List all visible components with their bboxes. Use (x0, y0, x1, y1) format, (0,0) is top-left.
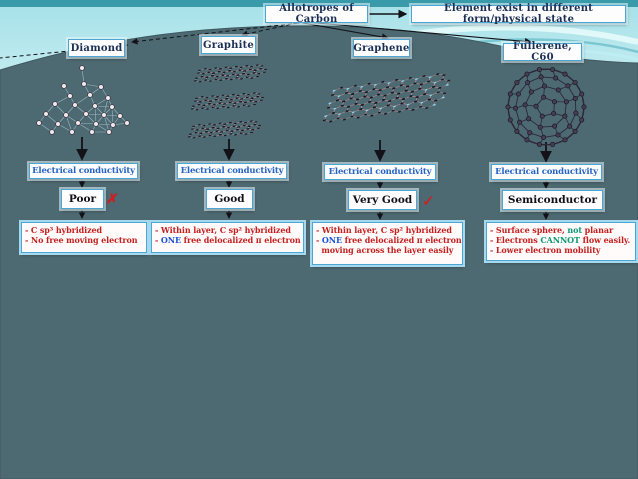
note-line: - No free moving electron (25, 235, 138, 245)
diamond-structure (36, 65, 130, 135)
graphene-conductivity-label: Electrical conductivity (328, 167, 432, 177)
note-line: - Electrons CANNOT flow easily. (490, 235, 631, 245)
fullerene-notes-box: - Surface sphere, not planar- Electrons … (486, 222, 636, 261)
fullerene-label: Fullerene, C60 (513, 41, 572, 63)
graphite-rating-label: Good (214, 193, 245, 205)
note-line: - Within layer, C sp² hybridized (316, 225, 452, 235)
fullerene-rating-box: Semiconductor (502, 190, 603, 210)
note-line: - ONE free delocalized π electron (155, 235, 301, 245)
cross-icon: ✗ (104, 189, 120, 209)
diamond-rating-box: Poor (61, 189, 104, 209)
graphene-label: Graphene (353, 42, 410, 54)
diamond-notes-box: - C sp³ hybridized- No free moving elect… (21, 222, 147, 253)
graphite-notes-box: - Within layer, C sp² hybridized- ONE fr… (151, 222, 304, 253)
graphite-name-box: Graphite (201, 36, 256, 54)
graphite-label: Graphite (203, 39, 254, 51)
fullerene-name-box: Fullerene, C60 (503, 41, 582, 63)
note-line: - C sp³ hybridized (25, 225, 103, 235)
graphene-name-box: Graphene (353, 39, 410, 57)
diamond-conductivity-box: Electrical conductivity (29, 163, 138, 179)
allotropes-of-carbon-box: Allotropes of Carbon (265, 3, 368, 25)
fullerene-conductivity-label: Electrical conductivity (495, 167, 598, 177)
graphite-structure (187, 64, 267, 139)
graphite-conductivity-label: Electrical conductivity (180, 166, 284, 176)
graphene-rating-box: Very Good (348, 190, 417, 210)
note-line: moving across the layer easily (316, 245, 454, 255)
definition-label: Element exist in different form/physical… (444, 3, 593, 25)
note-line: - Lower electron mobility (490, 245, 601, 255)
fullerene-rating-label: Semiconductor (507, 194, 598, 206)
diamond-name-box: Diamond (68, 39, 125, 57)
graphene-conductivity-box: Electrical conductivity (324, 164, 436, 180)
note-line: - ONE free delocalized π electron (316, 235, 462, 245)
diamond-rating-label: Poor (68, 193, 97, 205)
graphite-rating-box: Good (206, 189, 253, 209)
graphene-structure (322, 73, 451, 123)
definition-box: Element exist in different form/physical… (411, 3, 626, 25)
fullerene-structure (505, 67, 587, 147)
graphene-rating-label: Very Good (352, 194, 413, 206)
check-icon: ✓ (422, 192, 435, 210)
top-strip (0, 0, 638, 7)
note-line: - Surface sphere, not planar (490, 225, 614, 235)
fullerene-conductivity-box: Electrical conductivity (491, 164, 602, 180)
diamond-conductivity-label: Electrical conductivity (32, 166, 135, 176)
note-line: - Within layer, C sp² hybridized (155, 225, 291, 235)
diamond-label: Diamond (70, 42, 123, 54)
graphite-conductivity-box: Electrical conductivity (177, 163, 287, 179)
graphene-notes-box: - Within layer, C sp² hybridized- ONE fr… (312, 222, 463, 265)
allotropes-label: Allotropes of Carbon (279, 3, 354, 25)
